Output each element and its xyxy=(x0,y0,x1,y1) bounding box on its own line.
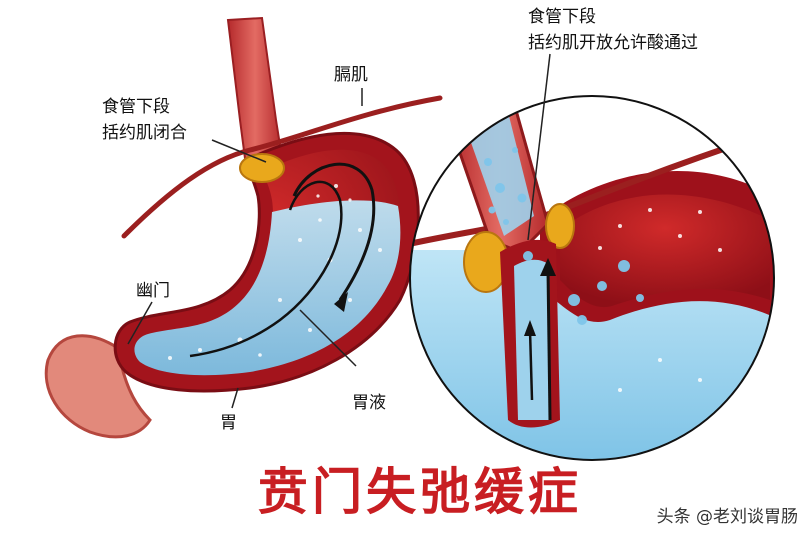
lower-esophageal-sphincter xyxy=(239,153,285,183)
page-title: 贲门失弛缓症 xyxy=(258,462,582,521)
magnify-circle-outline xyxy=(409,95,775,461)
label-les-closed-line2: 括约肌闭合 xyxy=(102,123,187,143)
label-diaphragm: 膈肌 xyxy=(334,65,368,85)
label-pylorus: 幽门 xyxy=(136,281,170,301)
label-gastric-juice: 胃液 xyxy=(352,393,386,413)
stomach-diagram xyxy=(44,16,443,439)
gastric-juice xyxy=(134,200,401,376)
label-les-open-line2: 括约肌开放允许酸通过 xyxy=(528,33,698,53)
label-les-open-line1: 食管下段 xyxy=(528,7,596,27)
label-les-open: 食管下段 括约肌开放允许酸通过 xyxy=(528,6,698,54)
label-les-closed: 食管下段 括约肌闭合 xyxy=(102,96,187,144)
watermark: 头条 @老刘谈胃肠 xyxy=(656,507,798,527)
diaphragm xyxy=(121,95,443,239)
label-les-closed-line1: 食管下段 xyxy=(102,97,170,117)
magnified-view xyxy=(409,53,775,461)
label-stomach: 胃 xyxy=(220,413,237,433)
duodenum xyxy=(44,334,152,439)
